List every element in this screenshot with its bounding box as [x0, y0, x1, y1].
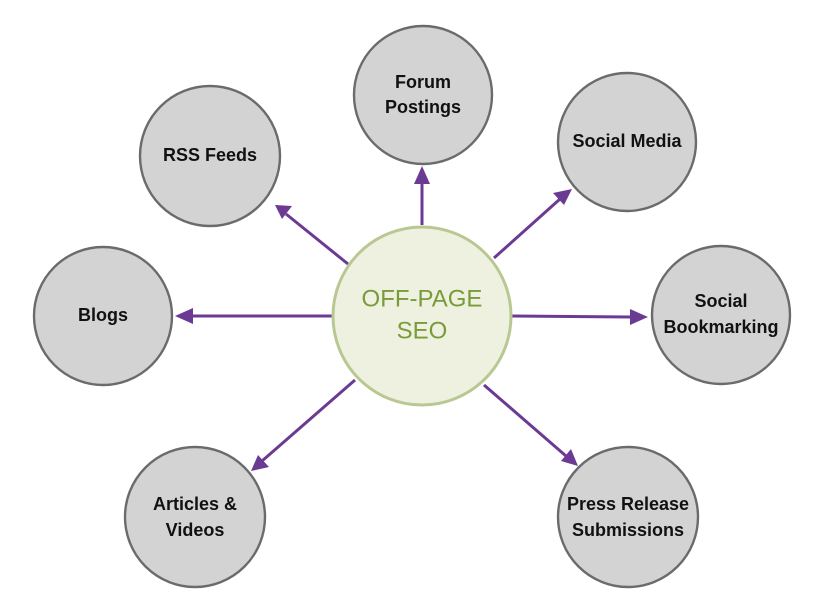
node-circle	[32, 245, 174, 387]
arrow-to-social-bookmarking	[511, 314, 631, 319]
node-rss-feeds: RSS Feeds	[138, 84, 282, 228]
node-social-bookmarking: Social Bookmarking	[650, 244, 792, 386]
arrowhead-press	[561, 449, 578, 466]
center-circle	[331, 225, 513, 407]
node-label-line1: Articles &	[153, 494, 237, 514]
node-label-line1: Social	[694, 291, 747, 311]
arrowhead-social-bookmarking	[630, 309, 648, 325]
node-label-line2: Bookmarking	[663, 317, 778, 337]
node-blogs: Blogs	[32, 245, 174, 387]
node-label-line2: Videos	[166, 520, 225, 540]
arrowhead-social-media	[553, 189, 572, 205]
node-label: RSS Feeds	[163, 145, 257, 165]
node-circle	[556, 445, 700, 589]
node-label-line2: Submissions	[572, 520, 684, 540]
node-label: Social Media	[572, 131, 682, 151]
node-press-release: Press Release Submissions	[556, 445, 700, 589]
node-circle	[123, 445, 267, 589]
center-label-line1: OFF-PAGE	[362, 285, 483, 312]
arrowhead-articles	[251, 455, 269, 471]
node-social-media: Social Media	[556, 71, 698, 213]
arrowhead-forum	[414, 166, 430, 184]
node-circle	[556, 71, 698, 213]
arrow-to-social-media	[493, 197, 561, 260]
center-label-line2: SEO	[397, 317, 448, 344]
node-circle	[650, 244, 792, 386]
node-forum-postings: Forum Postings	[352, 24, 494, 166]
arrowhead-rss	[275, 205, 292, 219]
arrow-to-press	[483, 383, 567, 458]
arrows	[175, 166, 648, 471]
arrow-to-articles	[261, 378, 356, 463]
node-label-line2: Postings	[385, 97, 461, 117]
node-circle	[138, 84, 282, 228]
node-label-line1: Press Release	[567, 494, 689, 514]
node-label-line1: Forum	[395, 72, 451, 92]
node-articles-videos: Articles & Videos	[123, 445, 267, 589]
arrowhead-blogs	[175, 308, 193, 324]
center-node: OFF-PAGE SEO	[331, 225, 513, 407]
node-label: Blogs	[78, 305, 128, 325]
arrow-to-rss	[285, 212, 349, 266]
node-circle	[352, 24, 494, 166]
